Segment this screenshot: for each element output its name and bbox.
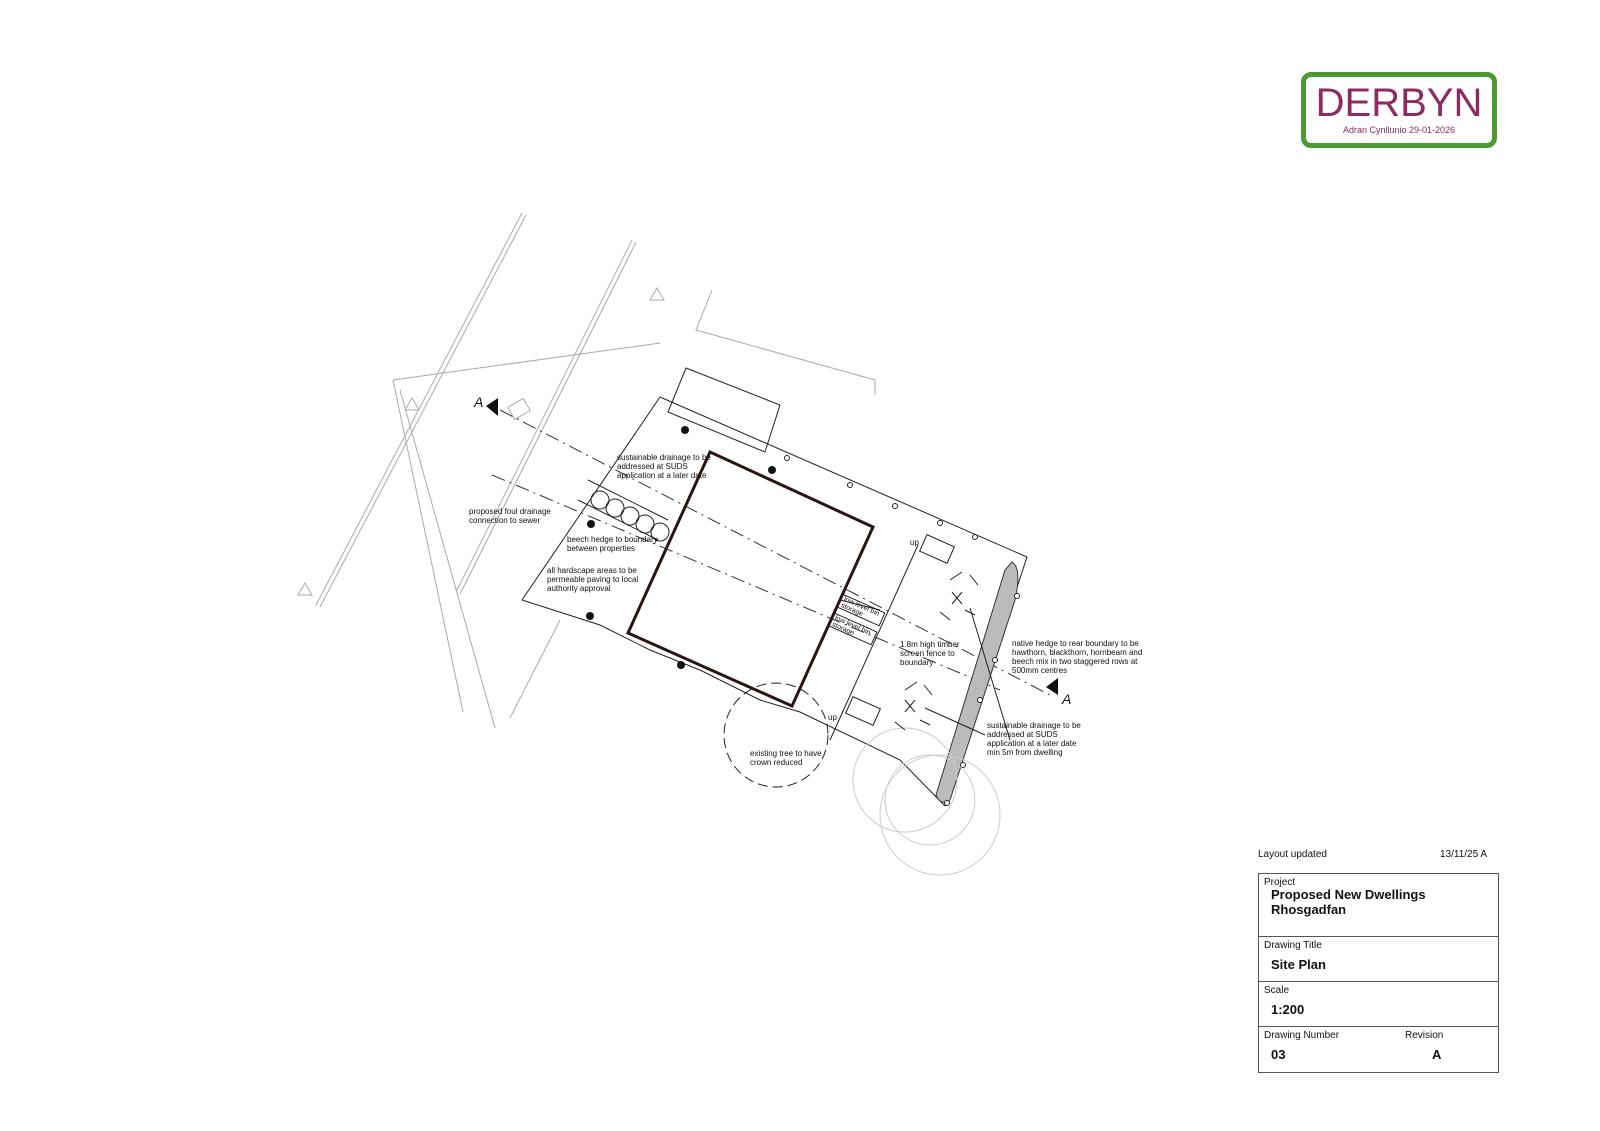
section-label-left: A	[474, 394, 484, 410]
fence-posts	[784, 455, 1020, 806]
project-label: Project	[1264, 877, 1296, 888]
section-label-right: A	[1062, 691, 1072, 707]
revision-label: Revision	[1405, 1030, 1444, 1041]
scale-value: 1:200	[1271, 1002, 1305, 1017]
drawing-number-cell: Drawing Number 03 Revision A	[1259, 1027, 1498, 1072]
note-beech-hedge: beech hedge to boundary between properti…	[567, 535, 658, 553]
note-fence: 1.8m high timber screen fence to boundar…	[900, 640, 960, 667]
suds-markers	[894, 571, 1011, 741]
scale-cell: Scale 1:200	[1259, 982, 1498, 1027]
drawing-title-cell: Drawing Title Site Plan	[1259, 937, 1498, 982]
survey-lines	[297, 212, 876, 729]
section-line	[491, 409, 1051, 696]
dwelling-footprint	[626, 450, 875, 708]
drainage-points	[586, 426, 776, 669]
project-value: Proposed New Dwellings Rhosgadfan	[1271, 887, 1426, 917]
title-block: Project Proposed New Dwellings Rhosgadfa…	[1258, 873, 1499, 1073]
drawing-title-label: Drawing Title	[1264, 940, 1322, 951]
existing-tree	[723, 682, 829, 788]
derbyn-stamp: DERBYN Adran Cynllunio 29-01-2026	[1301, 72, 1497, 148]
revision-note: Layout updated	[1258, 849, 1327, 860]
stamp-title: DERBYN	[1315, 81, 1483, 125]
rear-trees	[852, 727, 1001, 876]
scale-label: Scale	[1264, 985, 1290, 996]
steps	[844, 534, 956, 726]
drawing-title-value: Site Plan	[1271, 957, 1326, 972]
drawing-number-value: 03	[1271, 1047, 1286, 1062]
native-hedge	[935, 561, 1019, 803]
beech-hedge	[590, 490, 670, 542]
note-foul-drainage: proposed foul drainage connection to sew…	[469, 507, 551, 525]
note-hardscape: all hardscape areas to be permeable pavi…	[547, 566, 639, 593]
note-suds-top: sustainable drainage to be addressed at …	[617, 453, 711, 480]
drawing-number-label: Drawing Number	[1264, 1030, 1340, 1041]
label-up-1: up	[910, 538, 919, 547]
revision-value: A	[1432, 1047, 1442, 1062]
note-native-hedge: native hedge to rear boundary to be hawt…	[1012, 639, 1143, 675]
note-suds-rear: sustainable drainage to be addressed at …	[987, 721, 1081, 757]
revision-date: 13/11/25 A	[1440, 849, 1488, 860]
note-tree: existing tree to have crown reduced	[750, 749, 822, 767]
section-marker-left	[486, 398, 498, 416]
section-marker-right	[1046, 678, 1058, 695]
label-up-2: up	[828, 713, 837, 722]
project-cell: Project Proposed New Dwellings Rhosgadfa…	[1259, 874, 1498, 937]
stamp-subtitle: Adran Cynllunio 29-01-2026	[1342, 125, 1456, 135]
